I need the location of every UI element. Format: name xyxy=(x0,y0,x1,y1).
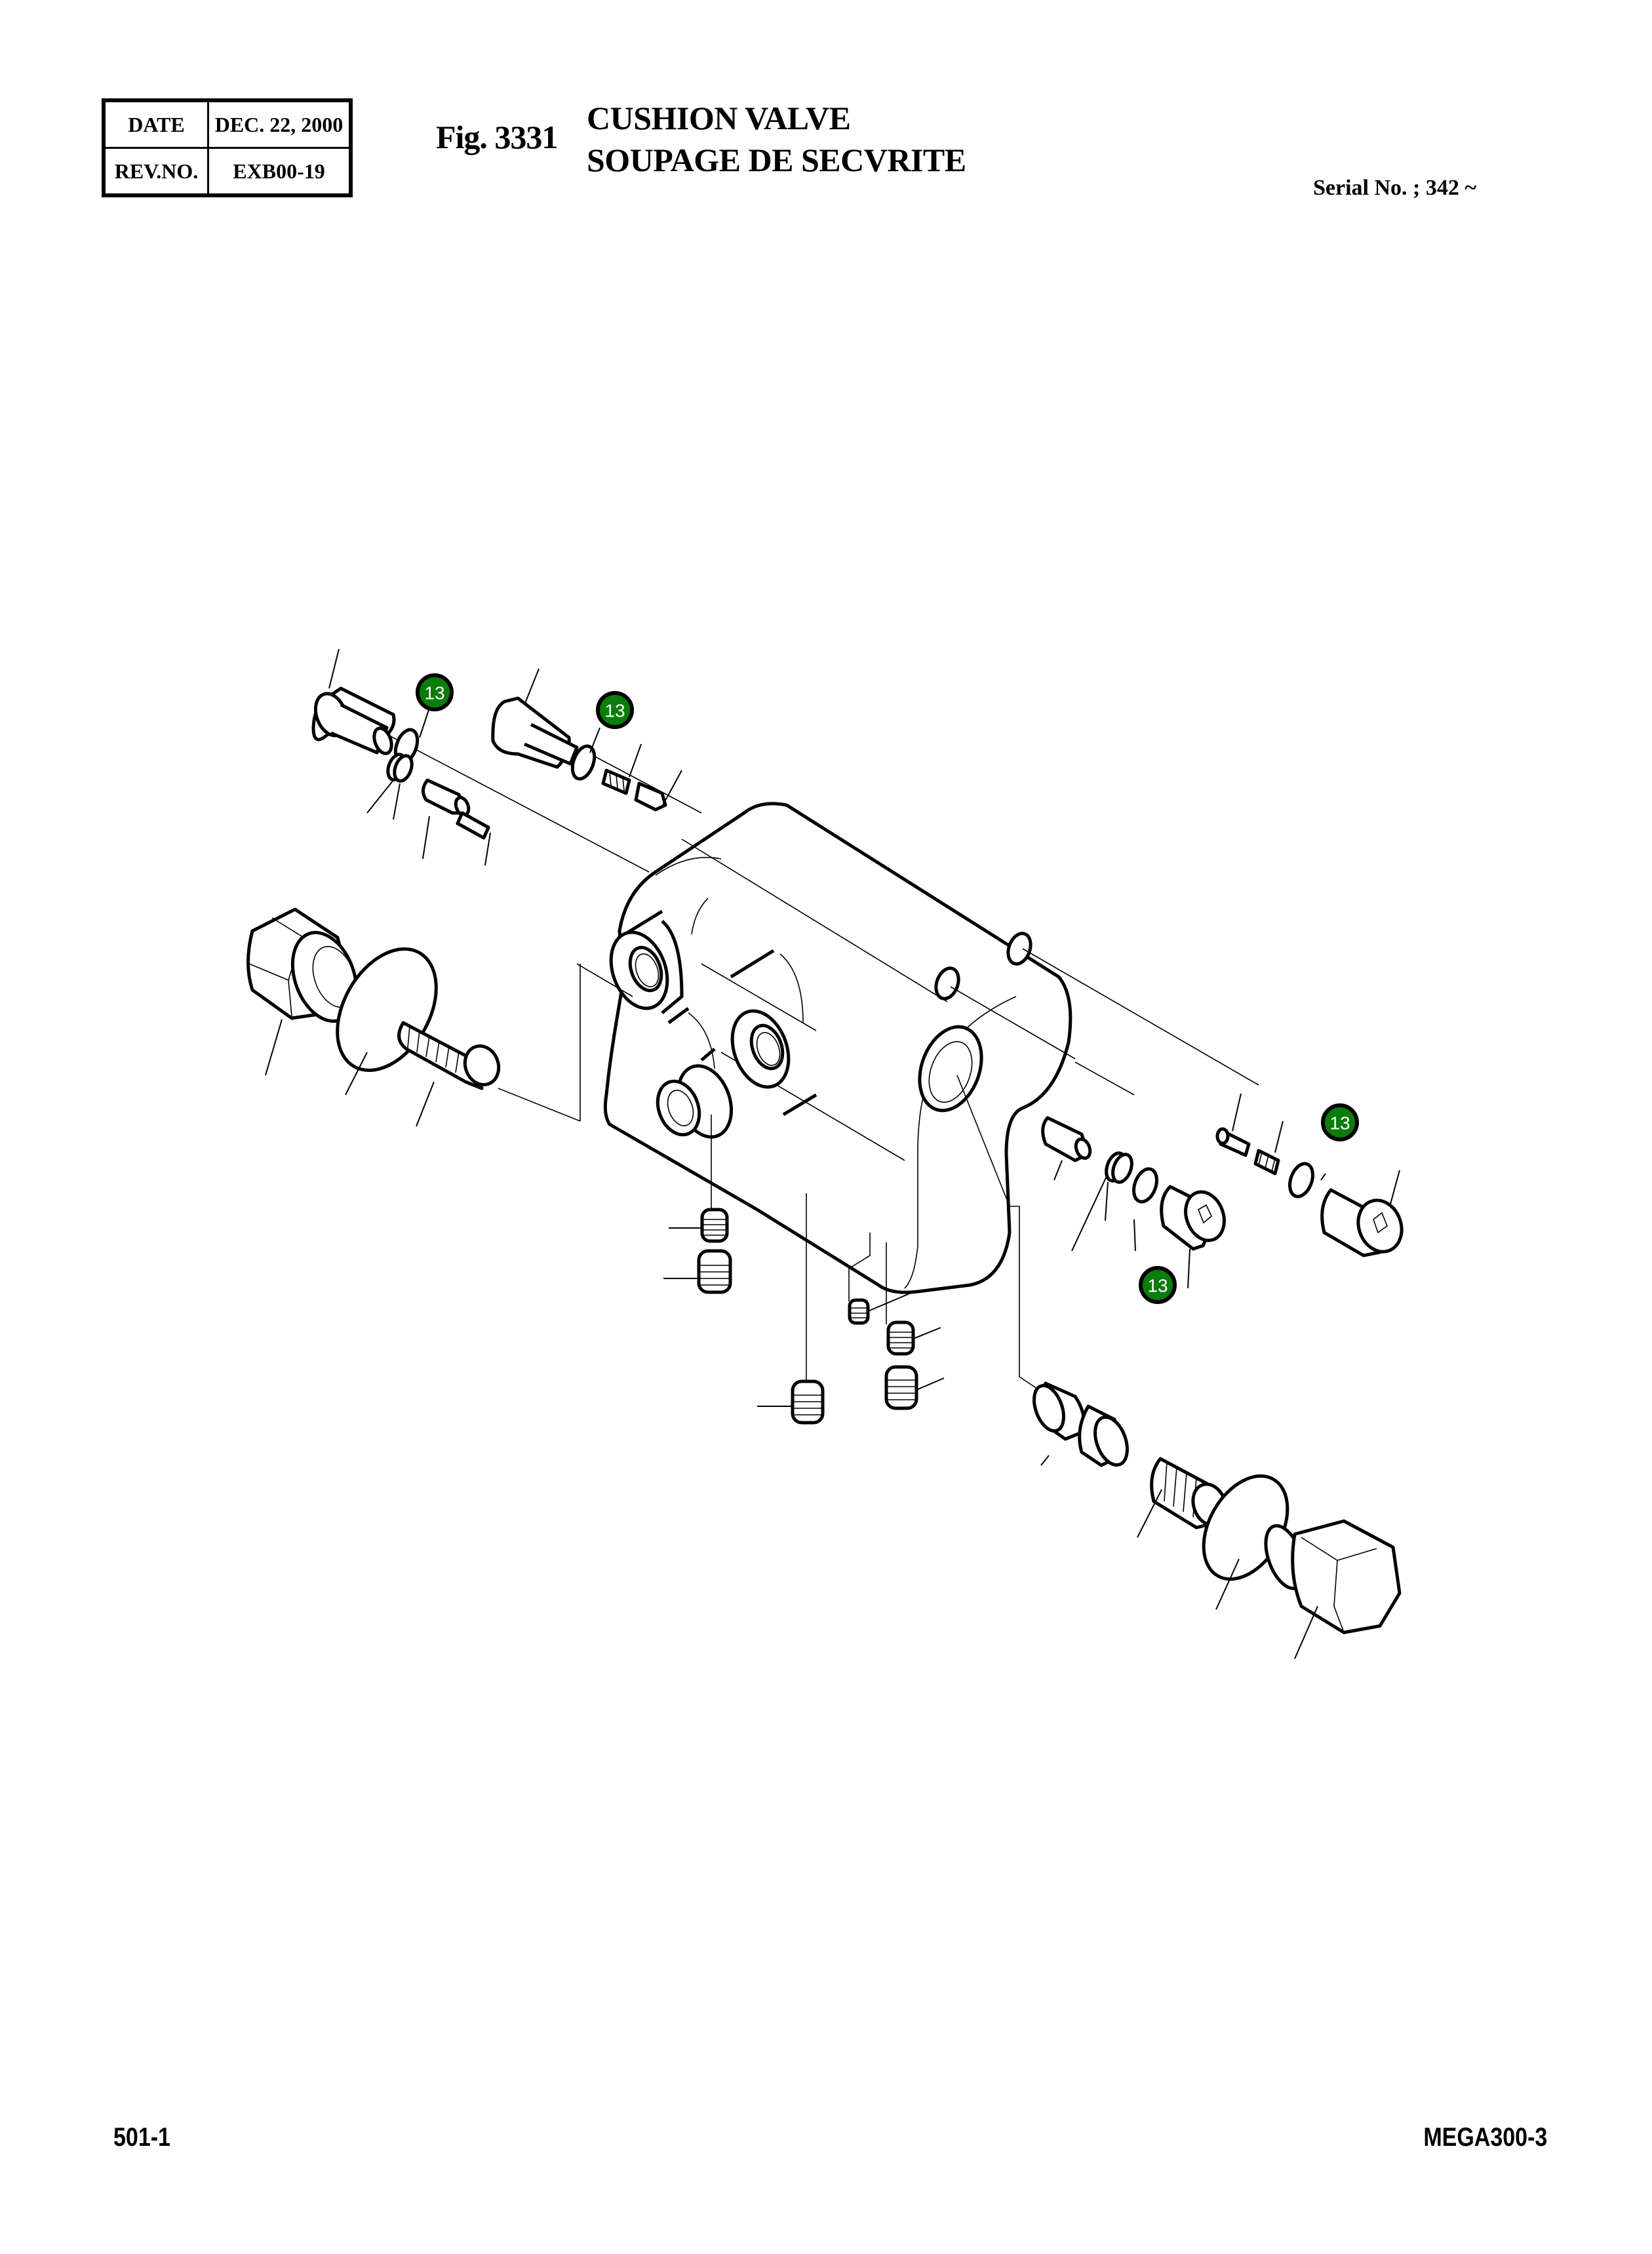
callout-label: 13 xyxy=(1147,1276,1168,1296)
plug-1 xyxy=(669,1208,729,1243)
o-ring xyxy=(1288,1162,1314,1198)
left-cap-assembly xyxy=(246,907,501,1127)
revision-table: DATE DEC. 22, 2000 REV.NO. EXB00-19 xyxy=(102,98,353,197)
port-boss-1 xyxy=(609,909,684,1014)
valve-body xyxy=(603,802,1072,1294)
lower-right-cap-assembly xyxy=(1032,1381,1402,1659)
callout-13-a: 13 xyxy=(416,673,454,711)
right-cartridges xyxy=(1041,1093,1404,1289)
plug-5 xyxy=(886,1320,941,1356)
port-boss-3 xyxy=(656,1006,734,1139)
callout-13-b: 13 xyxy=(596,691,634,729)
plug-3 xyxy=(757,1379,825,1425)
title-english: CUSHION VALVE xyxy=(587,100,851,136)
o-ring xyxy=(1132,1167,1158,1204)
side-port-2 xyxy=(934,966,960,1000)
plugs xyxy=(663,1208,945,1425)
date-label: DATE xyxy=(102,99,209,149)
title-french: SOUPAGE DE SECVRITE xyxy=(587,142,966,178)
serial-number: Serial No. ; 342 ~ xyxy=(1313,176,1477,200)
revision-row-date: DATE DEC. 22, 2000 xyxy=(102,99,352,149)
revno-label: REV.NO. xyxy=(102,147,209,197)
callout-13-c: 13 xyxy=(1321,1103,1359,1141)
revno-value: EXB00-19 xyxy=(207,147,352,197)
callout-label: 13 xyxy=(604,701,625,721)
port-boss-2 xyxy=(730,949,817,1117)
plug-2 xyxy=(663,1249,732,1294)
date-value: DEC. 22, 2000 xyxy=(207,99,352,149)
upper-left-cartridge xyxy=(311,648,491,866)
callout-label: 13 xyxy=(1329,1113,1350,1134)
page-title: CUSHION VALVE SOUPAGE DE SECVRITE xyxy=(587,97,966,181)
callout-13-d: 13 xyxy=(1139,1266,1177,1304)
page-number: 501-1 xyxy=(113,2123,170,2152)
plug-4 xyxy=(848,1292,912,1325)
revision-row-revno: REV.NO. EXB00-19 xyxy=(102,147,352,197)
o-ring xyxy=(570,744,597,781)
callout-label: 13 xyxy=(424,683,444,703)
plug-6 xyxy=(884,1365,945,1410)
upper-middle-cartridge xyxy=(491,668,682,812)
figure-number: Fig. 3331 xyxy=(436,119,558,155)
side-port-3 xyxy=(918,1025,983,1113)
model-code: MEGA300-3 xyxy=(1423,2123,1547,2152)
